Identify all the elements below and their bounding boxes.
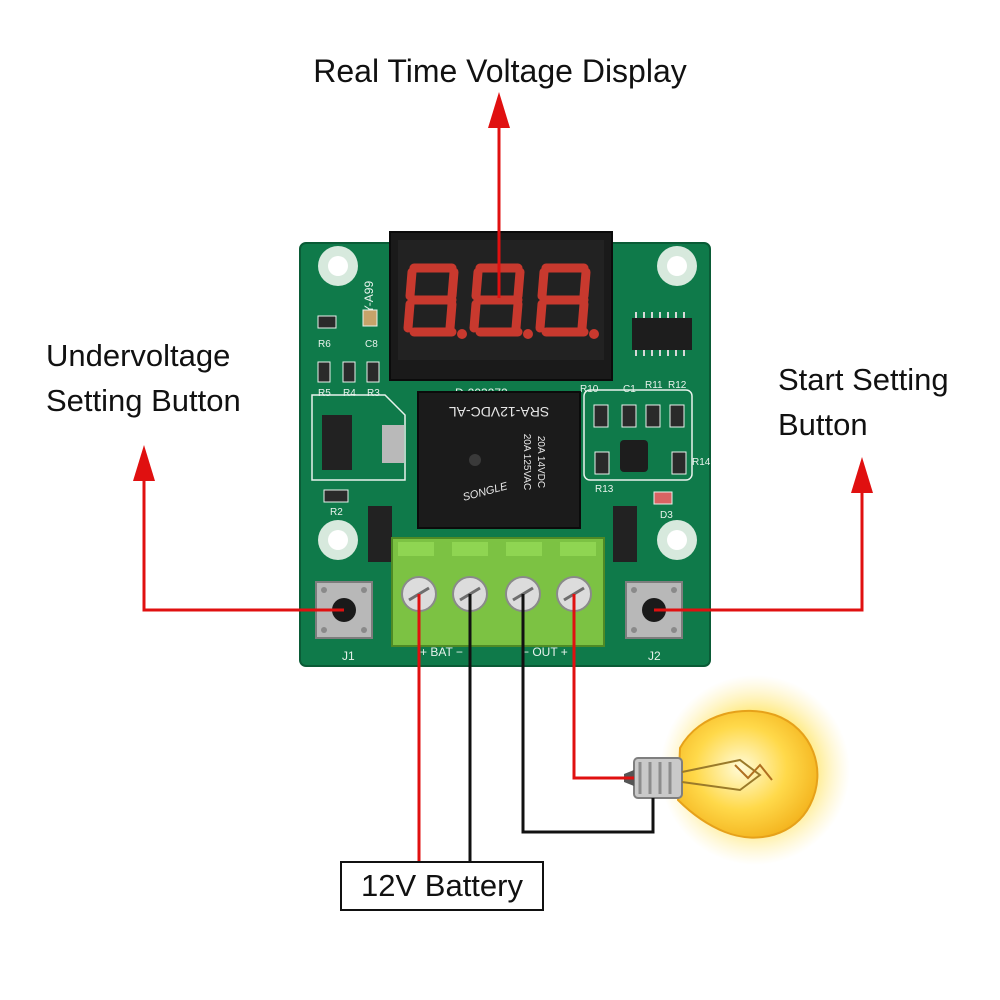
silk-r11: R11	[645, 380, 663, 391]
silk-j2: J2	[648, 649, 661, 663]
undervoltage-callout-label: Undervoltage Setting Button	[46, 334, 241, 424]
transistor	[620, 440, 648, 472]
arrow-start	[654, 457, 873, 612]
relay: SRA-12VDC-AL 20A 14VDC 20A 125VAC SONGLE	[417, 391, 581, 529]
board-model-text: JY-A99	[362, 281, 376, 320]
undervoltage-label-line2: Setting Button	[46, 382, 241, 418]
arrow-display	[488, 92, 510, 298]
relay-rating1-text: 20A 14VDC	[535, 436, 546, 488]
callout-arrows	[133, 92, 873, 612]
silk-r6: R6	[318, 339, 331, 350]
silk-j1: J1	[342, 649, 355, 663]
wire-output-positive	[572, 594, 634, 780]
silk-r14: R14	[692, 457, 711, 468]
silk-r13: R13	[595, 484, 614, 495]
bulb-base	[624, 757, 683, 799]
light-bulb-icon	[624, 675, 850, 865]
start-label-line2: Button	[778, 406, 868, 442]
mounting-holes	[318, 246, 697, 560]
display-decimal-points	[457, 329, 599, 339]
display-segments	[403, 263, 591, 337]
smd-components	[317, 309, 687, 505]
silk-r4: R4	[343, 388, 356, 399]
silk-bat: + BAT −	[420, 645, 463, 659]
silk-r12: R12	[668, 380, 687, 391]
relay-rating2-text: 20A 125VAC	[521, 434, 532, 491]
wire-output-negative	[521, 594, 655, 834]
ic-chip	[632, 312, 692, 356]
relay-model-text: SRA-12VDC-AL	[449, 404, 550, 420]
silkscreen-labels: R6 C8 R5 R4 R3 R2 R10 C1 R11 R12 R13 R14…	[318, 339, 711, 663]
undervoltage-label-line1: Undervoltage	[46, 338, 231, 373]
arrow-undervoltage	[133, 445, 344, 612]
diode-right	[613, 506, 637, 562]
display-callout-label: Real Time Voltage Display	[313, 53, 687, 89]
silk-c8: C8	[365, 339, 378, 350]
diode-left	[368, 506, 392, 562]
silk-r3: R3	[367, 388, 380, 399]
silk-r5: R5	[318, 388, 331, 399]
silk-r2: R2	[330, 507, 343, 518]
wires	[417, 594, 655, 865]
start-label-line1: Start Setting	[778, 362, 949, 397]
start-callout-label: Start Setting Button	[778, 358, 949, 448]
silk-d3: D3	[660, 510, 673, 521]
battery-label-box: 12V Battery	[340, 861, 544, 911]
silk-c1: C1	[623, 384, 636, 395]
silk-out: − OUT +	[522, 645, 568, 659]
terminal-block	[391, 537, 605, 647]
seven-segment-display	[389, 231, 613, 381]
voltage-regulator	[322, 415, 352, 470]
silk-r10: R10	[580, 384, 599, 395]
